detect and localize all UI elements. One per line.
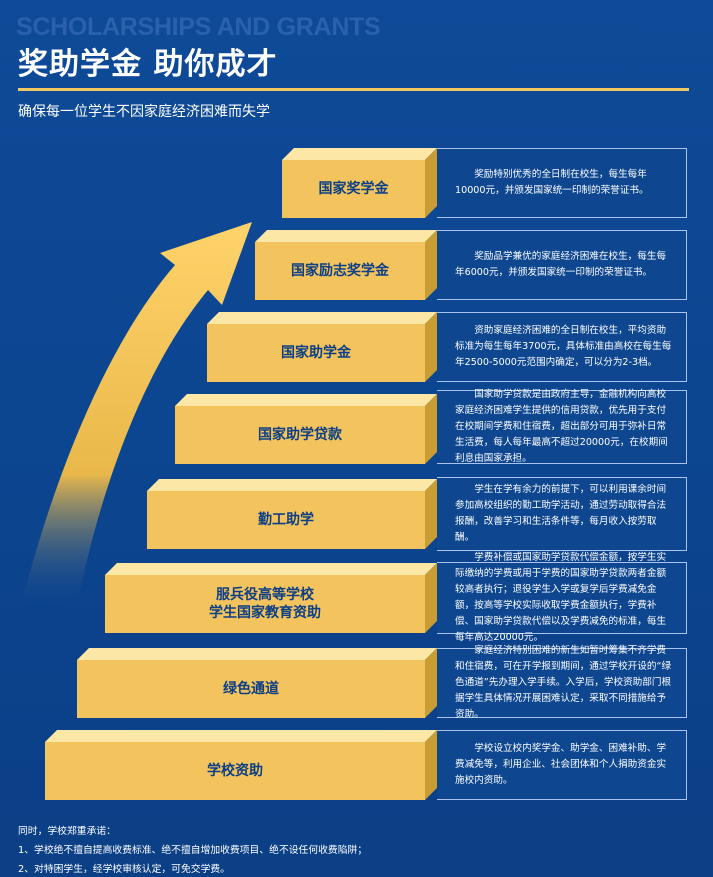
aid-step: 国家助学贷款 xyxy=(175,394,437,464)
step-description: 国家助学贷款是由政府主导，金融机构向高校家庭经济困难学生提供的信用贷款，优先用于… xyxy=(455,389,668,464)
step-description: 学生在学有余力的前提下，可以利用课余时间参加高校组织的勤工助学活动，通过劳动取得… xyxy=(455,484,667,543)
step-description: 学费补偿或国家助学贷款代偿金额，按学生实际缴纳的学费或用于学费的国家助学贷款两者… xyxy=(455,552,667,643)
step-description-box: 国家助学贷款是由政府主导，金融机构向高校家庭经济困难学生提供的信用贷款，优先用于… xyxy=(437,389,687,464)
aid-step: 服兵役高等学校学生国家教育资助 xyxy=(105,563,437,633)
step-description-box: 学费补偿或国家助学贷款代偿金额，按学生实际缴纳的学费或用于学费的国家助学贷款两者… xyxy=(437,552,687,643)
footer-item: 2、对特困学生，经学校审核认定，可免交学费。 xyxy=(18,864,230,875)
step-description: 学校设立校内奖学金、助学金、困难补助、学费减免等，利用企业、社会团体和个人捐助资… xyxy=(455,743,667,786)
step-description: 奖励品学兼优的家庭经济困难在校生，每生每年6000元，并颁发国家统一印制的荣誉证… xyxy=(455,251,667,278)
step-side-face xyxy=(425,648,437,718)
step-description-box: 学生在学有余力的前提下，可以利用课余时间参加高校组织的勤工助学活动，通过劳动取得… xyxy=(437,477,687,551)
page-subtitle: 确保每一位学生不因家庭经济困难而失学 xyxy=(18,104,270,120)
footer-item: 1、学校绝不擅自提高收费标准、绝不擅自增加收费项目、绝不设任何收费陷阱； xyxy=(18,845,368,856)
step-top-face xyxy=(282,148,437,160)
page-title: 奖助学金 助你成才 xyxy=(18,47,278,82)
step-label: 国家奖学金 xyxy=(282,160,425,218)
step-description-box: 学校设立校内奖学金、助学金、困难补助、学费减免等，利用企业、社会团体和个人捐助资… xyxy=(437,730,687,800)
aid-step: 绿色通道 xyxy=(77,648,437,718)
footer-notes: 同时，学校郑重承诺： 1、学校绝不擅自提高收费标准、绝不擅自增加收费项目、绝不设… xyxy=(18,822,367,877)
step-label: 勤工助学 xyxy=(147,491,425,549)
title-divider xyxy=(18,88,689,91)
step-top-face xyxy=(255,230,437,242)
step-label: 国家励志奖学金 xyxy=(255,242,425,300)
step-side-face xyxy=(425,730,437,800)
step-label-line: 服兵役高等学校 xyxy=(216,587,314,603)
step-side-face xyxy=(425,394,437,464)
step-top-face xyxy=(45,730,437,742)
step-label-line: 学生国家教育资助 xyxy=(209,605,321,621)
aid-step: 学校资助 xyxy=(45,730,437,800)
step-label: 学校资助 xyxy=(45,742,425,800)
aid-step: 国家励志奖学金 xyxy=(255,230,437,300)
step-top-face xyxy=(77,648,437,660)
step-side-face xyxy=(425,148,437,218)
aid-step: 国家奖学金 xyxy=(282,148,437,218)
step-label: 绿色通道 xyxy=(77,660,425,718)
step-description-box: 家庭经济特别困难的新生如暂时筹集不齐学费和住宿费，可在开学报到期间，通过学校开设… xyxy=(437,645,687,720)
step-side-face xyxy=(425,312,437,382)
step-label: 国家助学金 xyxy=(207,324,425,382)
footer-intro: 同时，学校郑重承诺： xyxy=(18,826,116,837)
step-description-box: 资助家庭经济困难的全日制在校生，平均资助标准为每生每年3700元，具体标准由高校… xyxy=(437,312,687,382)
step-description: 资助家庭经济困难的全日制在校生，平均资助标准为每生每年3700元，具体标准由高校… xyxy=(455,325,672,368)
step-top-face xyxy=(105,563,437,575)
step-top-face xyxy=(147,479,437,491)
step-label: 服兵役高等学校学生国家教育资助 xyxy=(105,575,425,633)
step-description-box: 奖励品学兼优的家庭经济困难在校生，每生每年6000元，并颁发国家统一印制的荣誉证… xyxy=(437,230,687,300)
step-top-face xyxy=(207,312,437,324)
aid-step: 勤工助学 xyxy=(147,479,437,549)
step-description: 奖励特别优秀的全日制在校生，每生每年10000元，并颁发国家统一印制的荣誉证书。 xyxy=(455,169,649,196)
aid-step: 国家助学金 xyxy=(207,312,437,382)
step-label: 国家助学贷款 xyxy=(175,406,425,464)
step-top-face xyxy=(175,394,437,406)
step-side-face xyxy=(425,230,437,300)
step-side-face xyxy=(425,563,437,633)
step-side-face xyxy=(425,479,437,549)
step-description: 家庭经济特别困难的新生如暂时筹集不齐学费和住宿费，可在开学报到期间，通过学校开设… xyxy=(455,645,672,720)
step-description-box: 奖励特别优秀的全日制在校生，每生每年10000元，并颁发国家统一印制的荣誉证书。 xyxy=(437,148,687,218)
header-eyebrow: SCHOLARSHIPS AND GRANTS xyxy=(16,13,381,41)
